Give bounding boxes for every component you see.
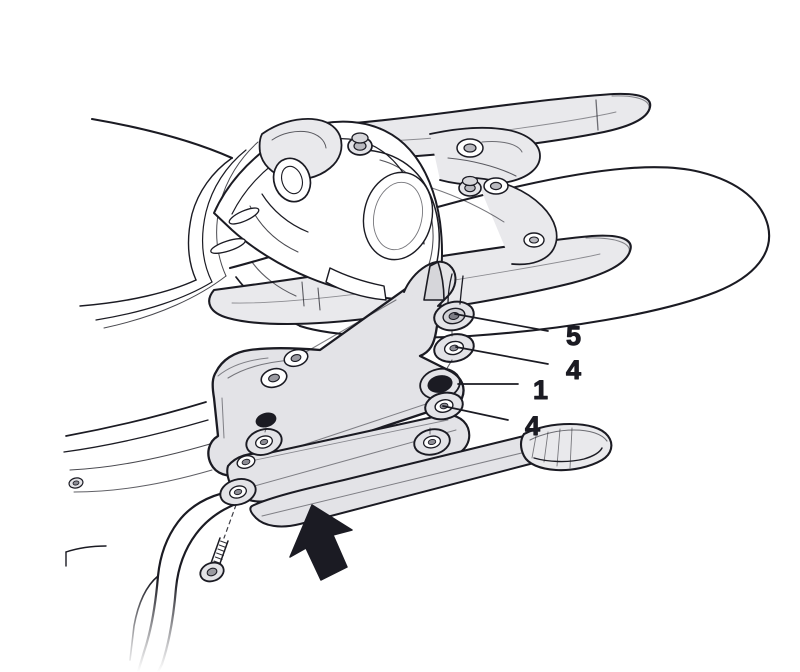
leader-line-5 [454,313,549,332]
bolt-part-5 [433,273,475,332]
washer-bracket-left [245,428,283,456]
side-rail-with-end-cap [249,422,613,528]
washer-spacer-right [413,428,451,456]
installation-direction-arrow [289,504,353,581]
washer-bottom-left [219,478,257,506]
subframe-structure [210,118,443,311]
callout-leader-lines [442,313,549,421]
mounting-bracket-part-1 [207,260,465,477]
leader-line-4-upper [455,346,549,365]
socket-head-screw [199,504,237,583]
callout-label-1: 1 [533,375,548,405]
washer-part-4-upper [433,333,475,363]
lower-frame-lines [63,401,213,567]
pillion-footpeg-hanger [90,490,270,672]
upper-subframe-fasteners [347,132,482,197]
callout-label-4-upper: 4 [566,355,581,385]
callout-labels: 5 4 1 4 [525,321,582,442]
subframe-mount-arm [429,127,558,266]
washer-and-bolt-stack [219,273,475,506]
callout-label-5: 5 [566,321,581,351]
seat-contours [79,117,259,329]
leader-line-4-lower [442,405,509,421]
callout-label-4-lower: 4 [525,411,540,441]
